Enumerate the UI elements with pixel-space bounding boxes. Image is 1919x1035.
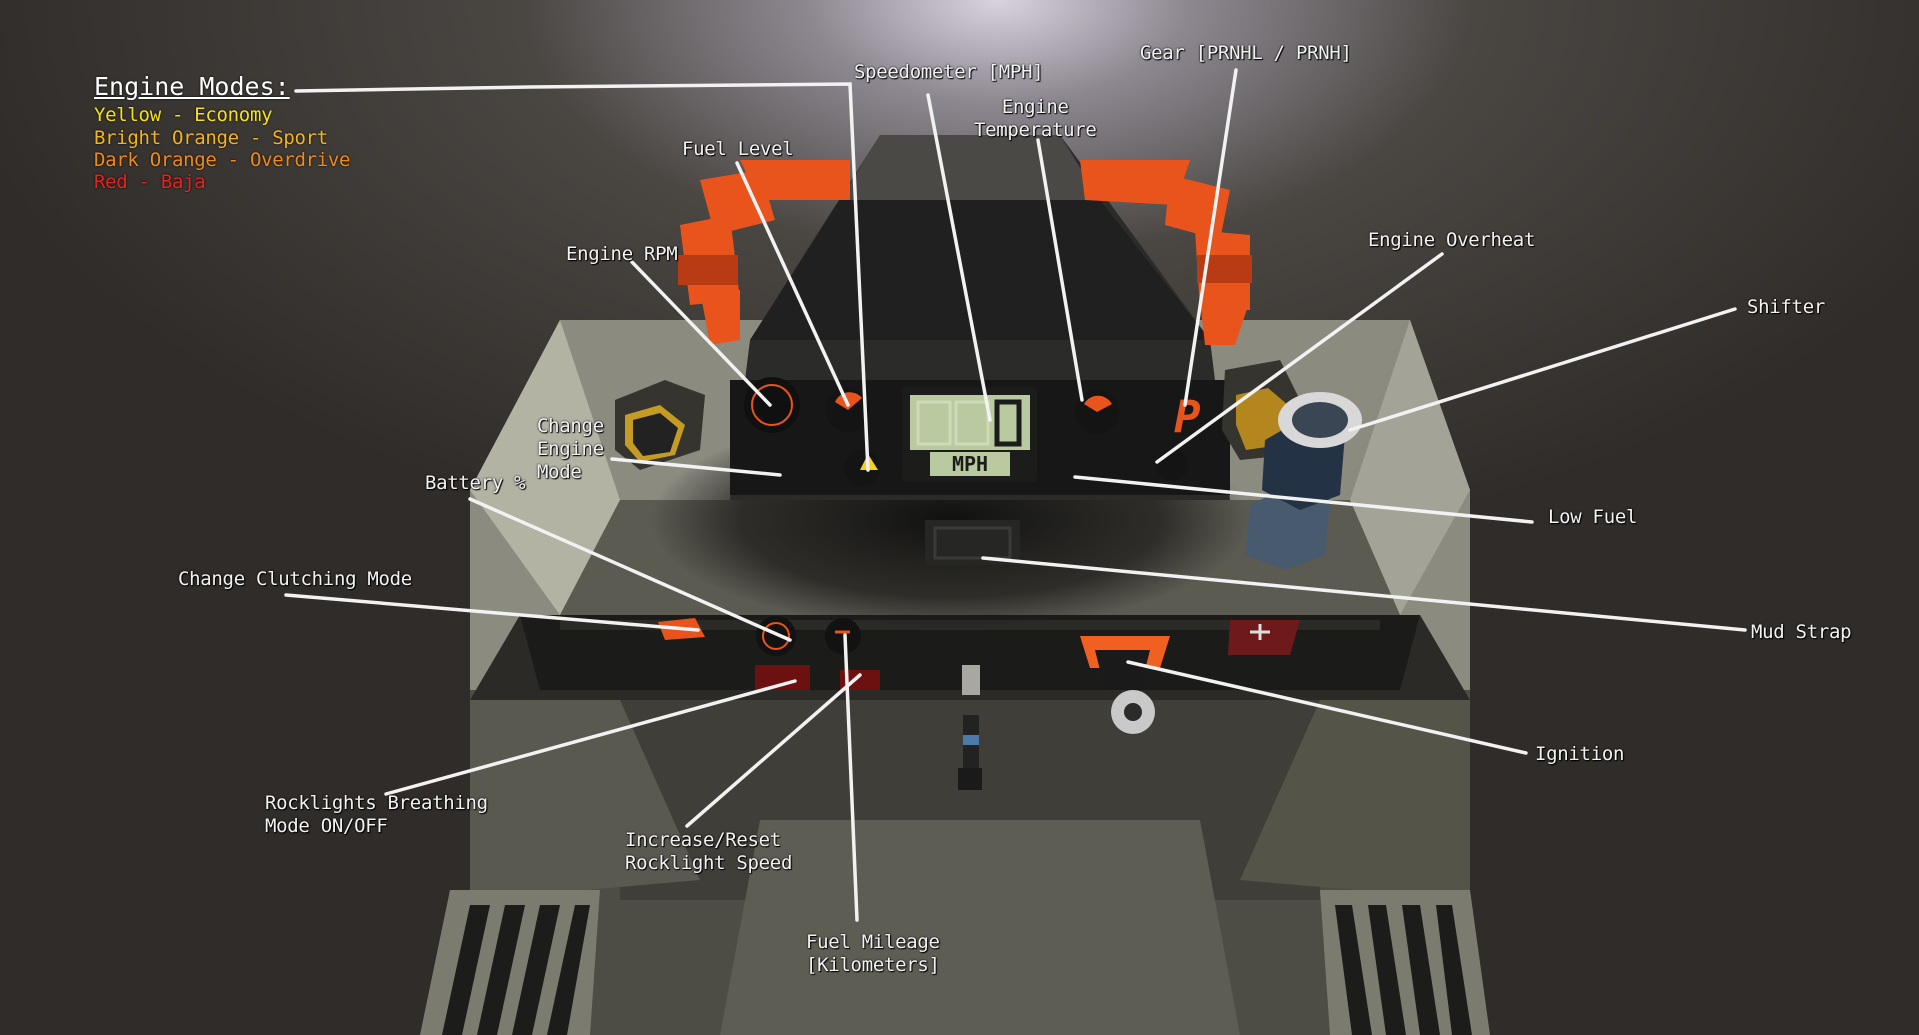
speedometer-lcd: MPH	[902, 387, 1037, 482]
label-shifter: Shifter	[1747, 296, 1825, 318]
label-fuel-level: Fuel Level	[682, 138, 794, 160]
label-engine-temperature: Engine Temperature	[974, 96, 1097, 141]
gauge-temperature	[1075, 390, 1119, 434]
gauge-fuel	[826, 388, 870, 432]
speed-unit-text: MPH	[952, 452, 988, 476]
engine-mode-yellow: Yellow - Economy	[94, 104, 273, 126]
ignition-key	[1080, 636, 1170, 734]
label-ignition: Ignition	[1535, 743, 1625, 765]
label-engine-rpm: Engine RPM	[566, 243, 678, 265]
label-gear: Gear [PRNHL / PRNH]	[1140, 42, 1352, 64]
shifter	[1245, 392, 1362, 570]
label-rocklight-speed: Increase/Reset Rocklight Speed	[625, 829, 793, 874]
label-change-clutching-mode: Change Clutching Mode	[178, 568, 412, 590]
engine-mode-bright-orange: Bright Orange - Sport	[94, 127, 328, 149]
label-change-engine-mode: Change Engine Mode	[537, 415, 604, 483]
engine-mode-red: Red - Baja	[94, 171, 206, 193]
annotation-lines	[284, 68, 1747, 922]
label-engine-overheat: Engine Overheat	[1368, 229, 1536, 251]
label-low-fuel: Low Fuel	[1548, 506, 1638, 528]
label-rocklights-breathing: Rocklights Breathing Mode ON/OFF	[265, 792, 488, 837]
label-mud-strap: Mud Strap	[1751, 621, 1852, 643]
engine-mode-dark-orange: Dark Orange - Overdrive	[94, 149, 351, 171]
engine-modes-title: Engine Modes:	[94, 72, 290, 101]
label-speedometer: Speedometer [MPH]	[854, 61, 1044, 83]
label-fuel-mileage: Fuel Mileage [Kilometers]	[806, 931, 940, 976]
label-battery: Battery %	[425, 472, 526, 494]
